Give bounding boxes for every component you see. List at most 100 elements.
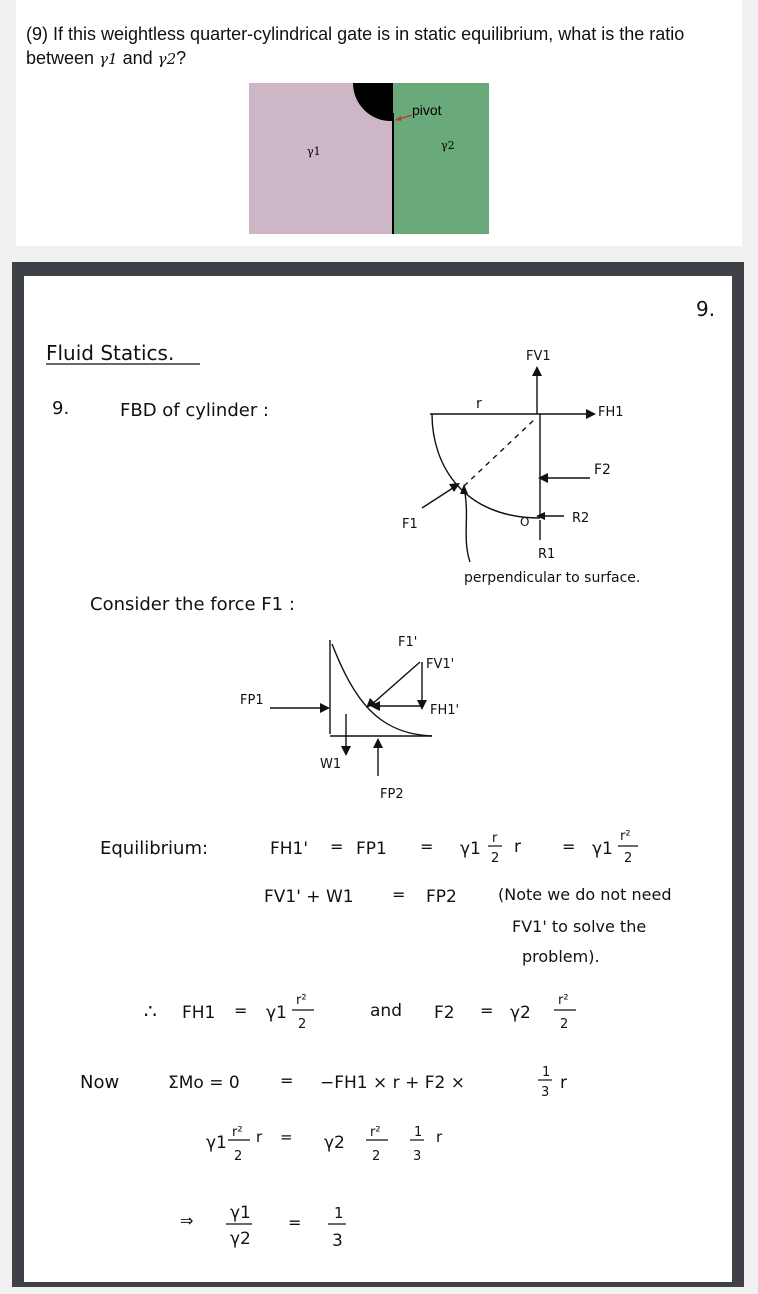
moment-one: 1 xyxy=(542,1065,550,1080)
pivot-arrowhead xyxy=(395,116,401,121)
f1-head xyxy=(449,483,460,492)
now-label: Now xyxy=(80,1072,119,1093)
eq4-eq: = xyxy=(280,1128,293,1146)
gate-figure: pivot γ1 γ2 xyxy=(249,83,489,234)
question-prefix: (9) If this weightless quarter-cylindric… xyxy=(26,24,685,68)
eq3-num2: r² xyxy=(558,993,569,1008)
eq1-num: r xyxy=(492,831,498,846)
eq3-lhs: FH1 xyxy=(182,1003,215,1023)
eq4-r2: r xyxy=(436,1128,443,1146)
eq3-eq2: = xyxy=(480,1001,493,1020)
result-one: 1 xyxy=(334,1204,344,1222)
fv1-label: FV1 xyxy=(526,349,551,364)
eq4-den: 2 xyxy=(234,1149,242,1164)
fp2-label: FP2 xyxy=(380,787,404,802)
question-gamma1: γ1 xyxy=(99,50,118,68)
f1p-head xyxy=(366,698,376,708)
gamma1-label: γ1 xyxy=(307,145,321,158)
consider-line: Consider the force F1 : xyxy=(90,594,295,615)
problem-number: 9. xyxy=(52,398,69,419)
eq4-three: 3 xyxy=(413,1149,421,1164)
eq4-gamma2: γ2 xyxy=(324,1133,345,1153)
eq2-eq: = xyxy=(392,885,405,904)
eq4-num: r² xyxy=(232,1125,243,1140)
fbd-radius-dashed xyxy=(463,417,537,487)
eq1-gamma: γ1 xyxy=(460,839,481,859)
f2-label: F2 xyxy=(594,462,611,478)
eq3-and: and xyxy=(370,1001,402,1021)
moment-r: r xyxy=(560,1073,567,1093)
eq3-f2: F2 xyxy=(434,1003,455,1023)
question-gamma2: γ2 xyxy=(157,50,177,68)
eq4-gamma1: γ1 xyxy=(206,1133,227,1153)
fh1p-label: FH1' xyxy=(430,703,459,718)
pivot-label: pivot xyxy=(412,102,442,118)
note-line-1: (Note we do not need xyxy=(498,885,672,904)
eq3-num: r² xyxy=(296,993,307,1008)
result-arrow: ⇒ xyxy=(180,1211,193,1230)
w1-label: W1 xyxy=(320,757,341,772)
fv1p-head xyxy=(417,700,427,710)
r2-label: R2 xyxy=(572,511,589,526)
moment-eq: = xyxy=(280,1071,293,1090)
right-fluid xyxy=(393,83,489,234)
heading: Fluid Statics. xyxy=(46,341,174,365)
f1-arrow xyxy=(421,485,457,509)
quarter-cylinder-gate xyxy=(352,83,393,122)
page-number: 9. xyxy=(696,297,715,321)
fh1p-head xyxy=(370,701,380,711)
f1-curve xyxy=(331,643,433,737)
o-label: O xyxy=(520,515,529,529)
solution-drawing: 9. Fluid Statics. 9. FBD of cylinder : xyxy=(46,297,715,1251)
therefore-symbol: ∴ xyxy=(144,999,157,1023)
fh1-label: FH1 xyxy=(598,405,624,420)
fbd-arrowheads xyxy=(449,366,596,520)
eq3-gamma2: γ2 xyxy=(510,1003,531,1023)
f1p-arrow xyxy=(369,661,421,707)
fh1-head xyxy=(586,409,596,419)
fbd-title: FBD of cylinder : xyxy=(120,400,269,421)
question-card: (9) If this weightless quarter-cylindric… xyxy=(16,0,742,246)
result-num: γ1 xyxy=(230,1203,251,1223)
eq3-eq: = xyxy=(234,1001,247,1020)
fp1-label: FP1 xyxy=(240,693,264,708)
eq4-r: r xyxy=(256,1128,263,1146)
perp-head xyxy=(460,484,468,494)
r2-head xyxy=(536,512,545,520)
eq1-eq2: = xyxy=(420,837,433,856)
question-suffix: ? xyxy=(176,48,187,68)
f1-arrowheads xyxy=(320,698,427,756)
solution-sheet: 9. Fluid Statics. 9. FBD of cylinder : xyxy=(24,276,732,1282)
eq3-den2: 2 xyxy=(560,1017,568,1032)
f1-label: F1 xyxy=(402,517,418,532)
f2-head xyxy=(538,473,548,483)
f1-diagram xyxy=(270,640,433,776)
result-den: γ2 xyxy=(230,1229,251,1249)
eq1-fp: FP1 xyxy=(356,839,387,859)
f1p-label: F1' xyxy=(398,635,417,650)
eq1-eq: = xyxy=(330,837,343,856)
eq2-rhs: FP2 xyxy=(426,887,457,907)
r1-label: R1 xyxy=(538,547,555,562)
eq3-gamma: γ1 xyxy=(266,1003,287,1023)
fbd-diagram xyxy=(421,370,590,563)
question-and: and xyxy=(117,48,158,68)
result-eq: = xyxy=(288,1213,301,1232)
question-text: (9) If this weightless quarter-cylindric… xyxy=(26,22,736,71)
moment-three: 3 xyxy=(541,1085,549,1100)
result-three: 3 xyxy=(332,1231,343,1251)
perp-label: perpendicular to surface. xyxy=(464,570,640,586)
eq1-eq3: = xyxy=(562,837,575,856)
eq4-den2: 2 xyxy=(372,1149,380,1164)
note-line-2: FV1' to solve the xyxy=(512,917,646,936)
fp2-head xyxy=(373,738,383,748)
eq1-den2: 2 xyxy=(624,851,632,866)
eq2-lhs: FV1' + W1 xyxy=(264,887,354,907)
fv1-head xyxy=(532,366,542,376)
moment-expr: −FH1 × r + F2 × xyxy=(320,1073,465,1093)
eq1-den: 2 xyxy=(491,851,499,866)
fv1p-label: FV1' xyxy=(426,657,454,672)
note-line-3: problem). xyxy=(522,947,600,966)
eq1-num2: r² xyxy=(620,829,631,844)
eq1-lhs: FH1' xyxy=(270,839,308,859)
